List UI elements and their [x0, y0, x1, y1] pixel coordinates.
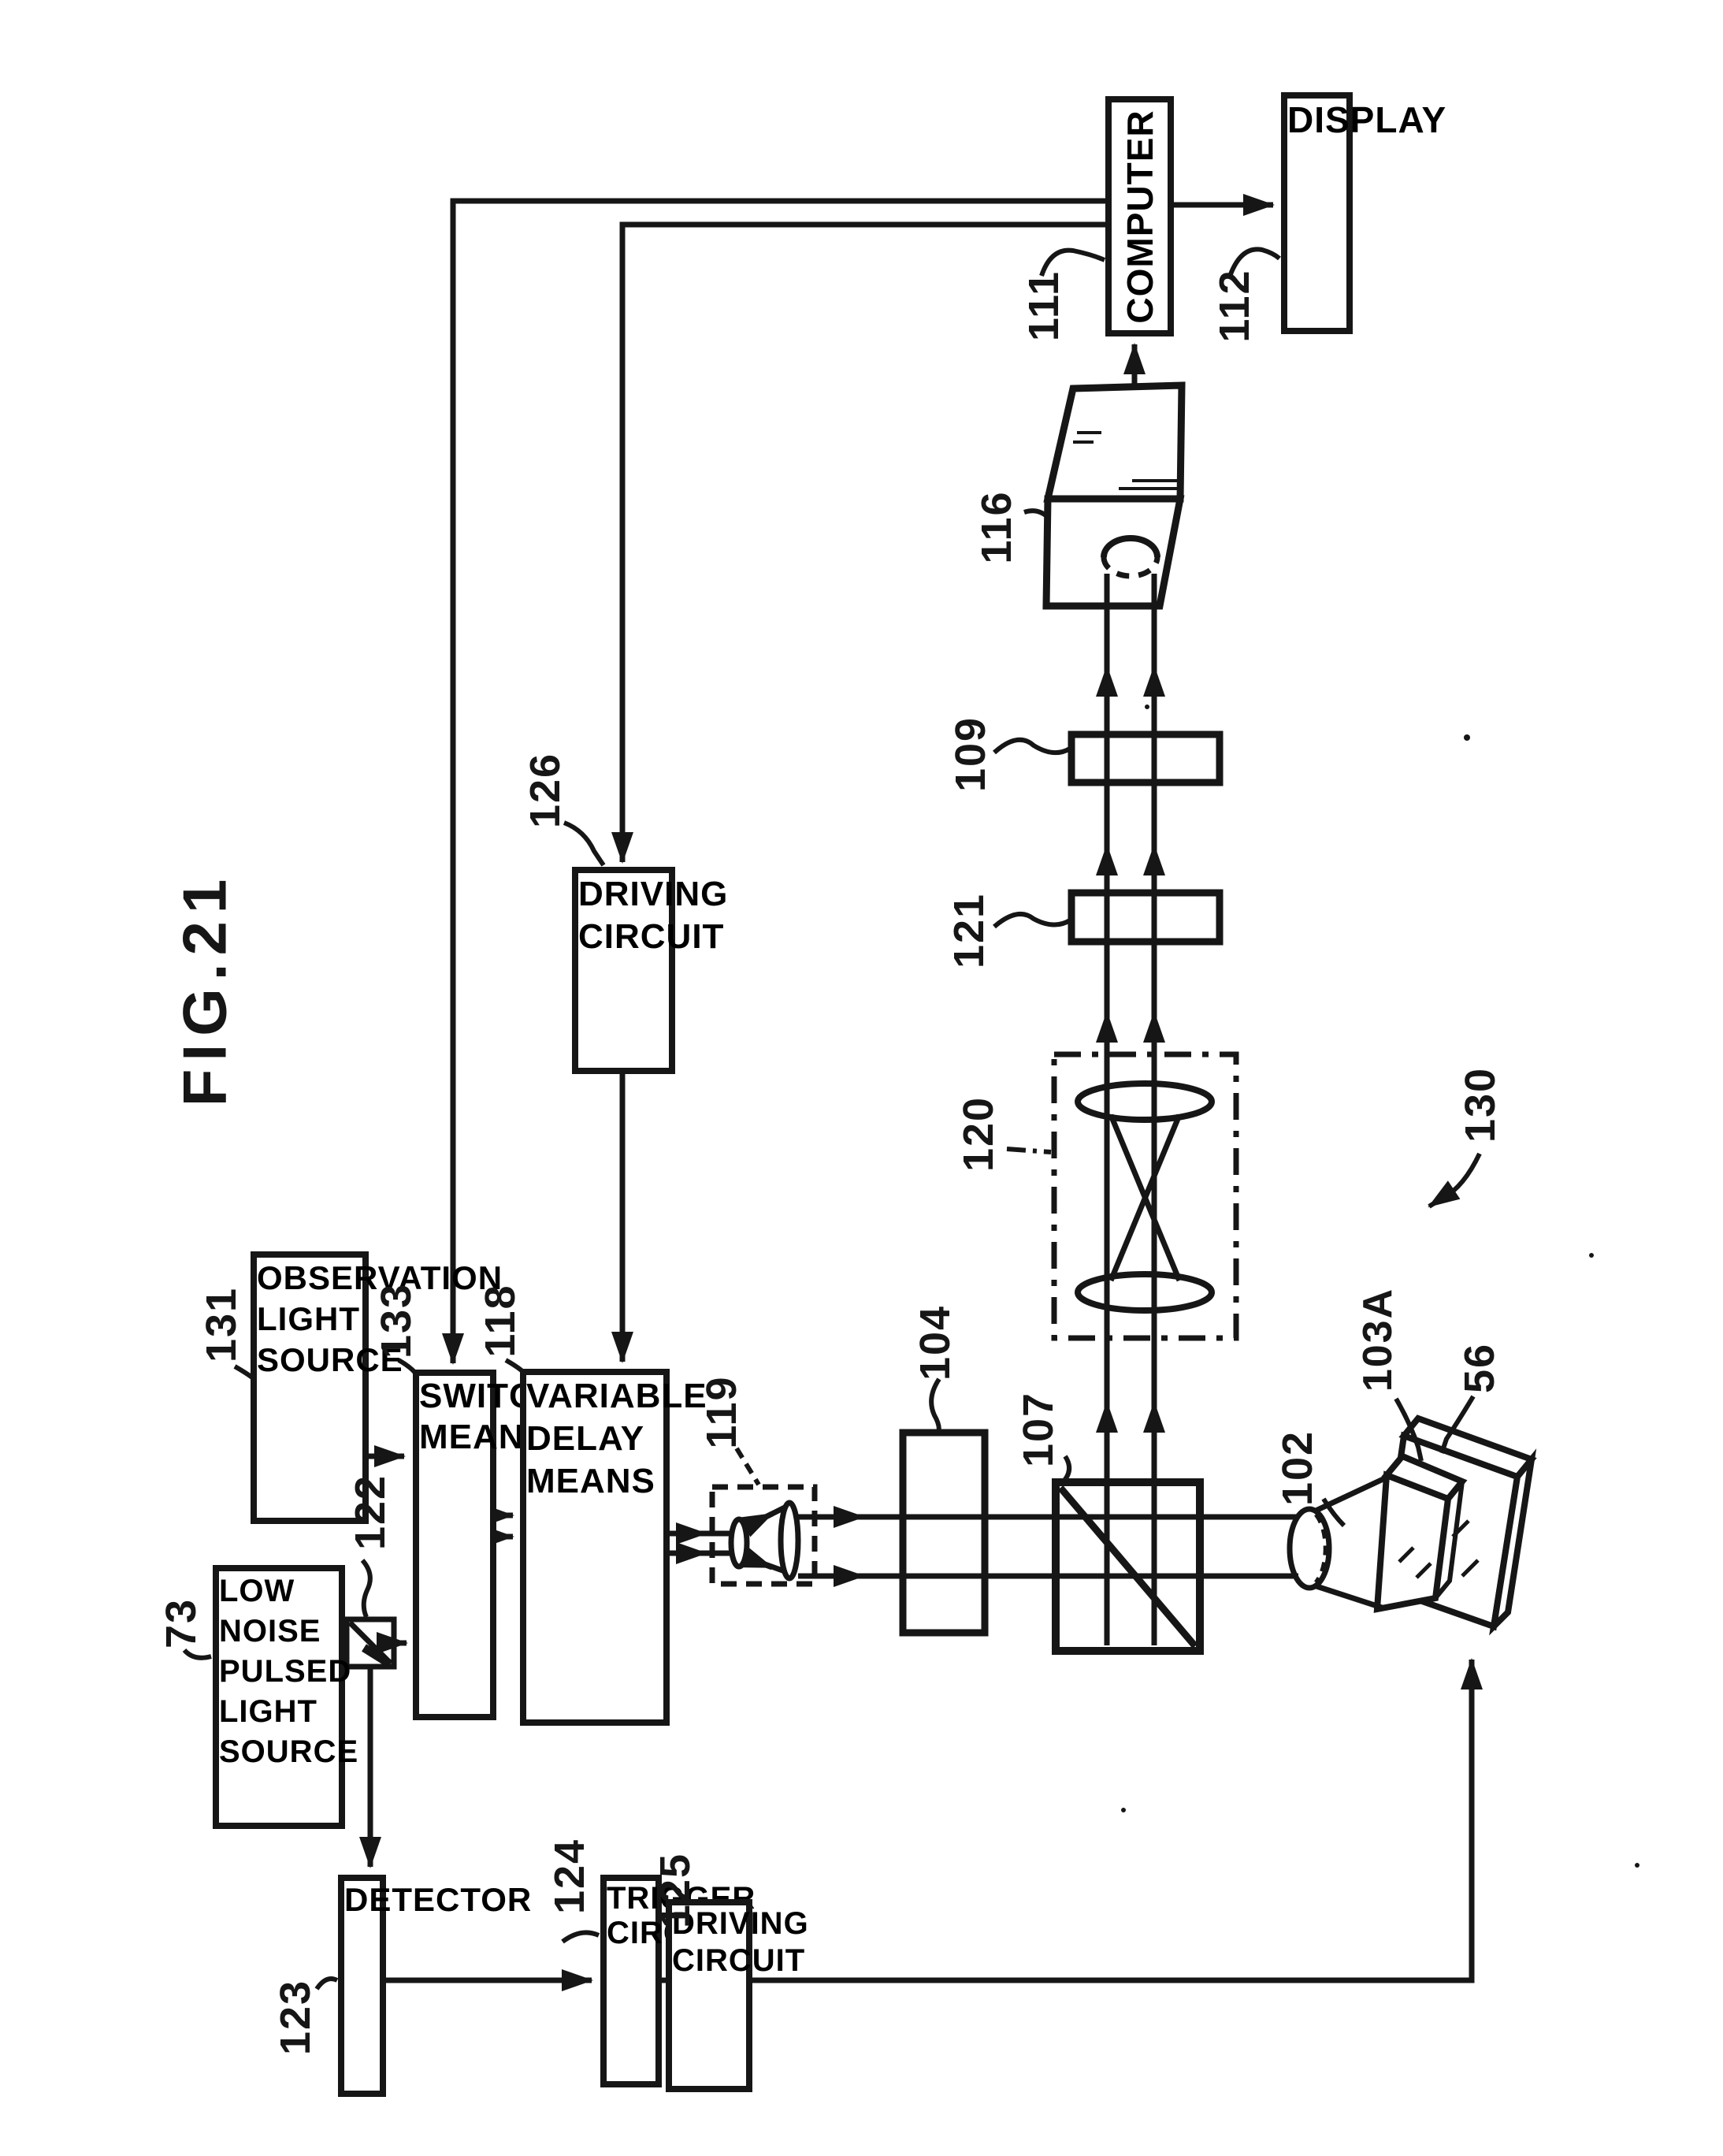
low-noise-source-label: LOW NOISE PULSED LIGHT SOURCE — [219, 1574, 359, 1769]
splitter-mirror-122 — [343, 1616, 397, 1670]
leader-131 — [233, 1364, 254, 1380]
computer-box: COMPUTER — [1105, 96, 1174, 336]
leader-111 — [1039, 247, 1106, 277]
ref-56: 56 — [1456, 1342, 1503, 1394]
ref-109: 109 — [947, 716, 994, 793]
leader-126 — [563, 820, 606, 867]
line-computer-to-switching — [442, 198, 1105, 1365]
sample-plate-103A — [1373, 1452, 1468, 1613]
detector-box: DETECTOR — [338, 1875, 531, 2097]
relay-lens-top — [1075, 1080, 1215, 1123]
ref-131: 131 — [198, 1286, 245, 1363]
leader-102 — [1321, 1497, 1346, 1528]
line-driving125-to-stage — [752, 1658, 1483, 1983]
objective-102 — [1287, 1474, 1390, 1611]
beam-expander-119 — [709, 1484, 818, 1587]
driving-circuit-126-label: DRIVING CIRCUIT — [578, 875, 729, 956]
camera-116 — [1042, 381, 1186, 610]
leader-122 — [360, 1559, 373, 1619]
ref-124: 124 — [546, 1838, 593, 1915]
leader-124 — [561, 1930, 600, 1944]
display-box: DISPLAY — [1281, 92, 1446, 334]
ref-130: 130 — [1457, 1066, 1504, 1143]
beam-arrowheads — [676, 665, 1165, 1587]
leader-107 — [1060, 1455, 1072, 1485]
ref-116: 116 — [973, 490, 1020, 564]
camera-shading — [1073, 431, 1177, 490]
leader-116 — [1023, 508, 1052, 521]
ref-121: 121 — [945, 892, 993, 969]
ref-111: 111 — [1020, 270, 1068, 342]
leader-103A — [1394, 1397, 1424, 1462]
splitter-cube-107 — [1052, 1478, 1204, 1655]
ref-123: 123 — [272, 1979, 319, 2056]
ref-118: 118 — [477, 1284, 524, 1358]
detector-box-label: DETECTOR — [344, 1881, 533, 1918]
leader-130-arrow — [1428, 1152, 1482, 1209]
splitter-cube-diagonal — [1057, 1485, 1198, 1649]
scan-specks — [1121, 704, 1639, 1868]
leader-123 — [314, 1976, 339, 1991]
leader-73 — [182, 1648, 212, 1660]
leader-lines — [182, 247, 1482, 1991]
leader-119 — [734, 1447, 761, 1486]
leader-104 — [929, 1377, 941, 1434]
figure-title-text: FIG.21 — [169, 871, 240, 1107]
ref-133: 133 — [373, 1282, 420, 1359]
computer-box-label: COMPUTER — [1119, 109, 1160, 324]
ref-119: 119 — [698, 1375, 745, 1449]
ref-122: 122 — [347, 1474, 394, 1551]
variable-delay-means-box: VARIABLE DELAY MEANS — [520, 1369, 707, 1726]
camera-aperture-hidden — [1101, 556, 1160, 579]
expander-lens-large — [778, 1500, 801, 1582]
camera-aperture — [1101, 535, 1160, 558]
switching-means-box: SWITCHING MEANS — [413, 1370, 624, 1720]
display-box-label: DISPLAY — [1287, 99, 1447, 140]
relay-lens-bottom — [1075, 1271, 1215, 1314]
leader-109 — [992, 737, 1071, 756]
plate-121 — [1068, 889, 1224, 946]
leader-56 — [1439, 1395, 1476, 1454]
leader-121 — [993, 911, 1071, 929]
ref-102: 102 — [1274, 1429, 1321, 1507]
signal-lines — [335, 194, 1483, 1991]
figure-title: FIG.21 — [169, 827, 240, 1150]
beam-lines — [670, 574, 1298, 1645]
line-computer-to-driving126 — [611, 221, 1105, 864]
driving-circuit-125-label: DRIVING CIRCUIT — [672, 1906, 809, 1978]
sample-stage-56 — [1378, 1414, 1537, 1636]
ref-112: 112 — [1211, 269, 1258, 343]
ref-104: 104 — [912, 1304, 959, 1381]
driving-circuit-125-box: DRIVING CIRCUIT — [666, 1899, 808, 2092]
ref-107: 107 — [1015, 1391, 1062, 1468]
ref-73: 73 — [158, 1597, 205, 1649]
ref-103A: 103A — [1355, 1287, 1401, 1392]
lens-unit-120 — [1051, 1051, 1239, 1341]
low-noise-source-box: LOW NOISE PULSED LIGHT SOURCE — [213, 1565, 358, 1829]
leader-120 — [1006, 1147, 1052, 1154]
ref-125: 125 — [652, 1852, 699, 1929]
slit-plate-104 — [899, 1429, 989, 1637]
variable-delay-means-label: VARIABLE DELAY MEANS — [526, 1377, 707, 1500]
observation-light-source-label: OBSERVATION LIGHT SOURCE — [257, 1259, 503, 1378]
observation-light-source-box: OBSERVATION LIGHT SOURCE — [251, 1251, 502, 1524]
leader-112 — [1228, 247, 1281, 276]
plate-109 — [1068, 730, 1224, 786]
ref-126: 126 — [522, 752, 569, 829]
beam-cross-right — [1108, 1113, 1183, 1282]
ref-120: 120 — [955, 1095, 1002, 1173]
driving-circuit-126-box: DRIVING CIRCUIT — [572, 867, 727, 1074]
